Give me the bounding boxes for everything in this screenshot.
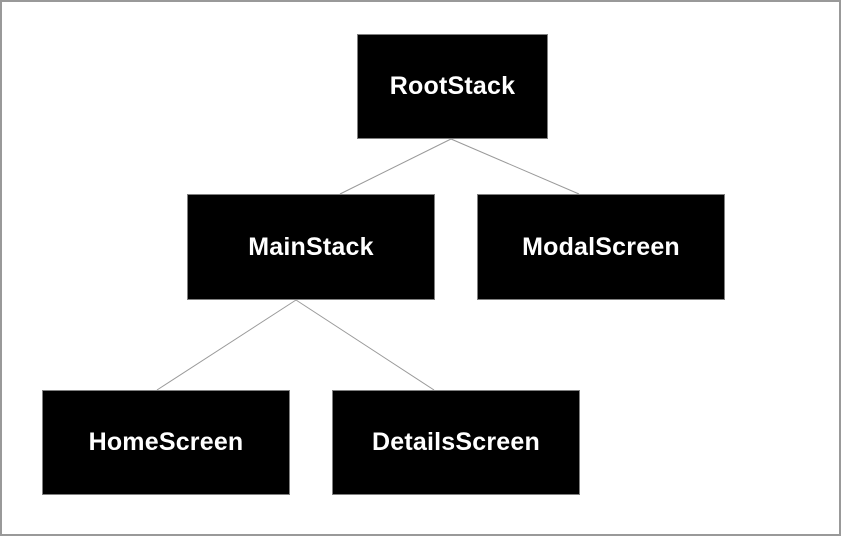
node-homescreen-label: HomeScreen	[88, 428, 244, 456]
node-rootstack: RootStack	[357, 34, 548, 139]
edge-rootstack-modalscreen	[450, 138, 580, 195]
node-homescreen: HomeScreen	[42, 390, 290, 495]
edge-rootstack-mainstack	[339, 138, 452, 195]
edge-mainstack-homescreen	[156, 299, 297, 391]
node-modalscreen: ModalScreen	[477, 194, 725, 300]
node-modalscreen-label: ModalScreen	[522, 232, 680, 261]
edge-mainstack-detailsscreen	[295, 299, 435, 391]
node-mainstack: MainStack	[187, 194, 435, 300]
node-rootstack-label: RootStack	[389, 72, 516, 100]
node-mainstack-label: MainStack	[248, 232, 374, 261]
node-detailsscreen-label: DetailsScreen	[372, 428, 540, 456]
node-detailsscreen: DetailsScreen	[332, 390, 580, 495]
